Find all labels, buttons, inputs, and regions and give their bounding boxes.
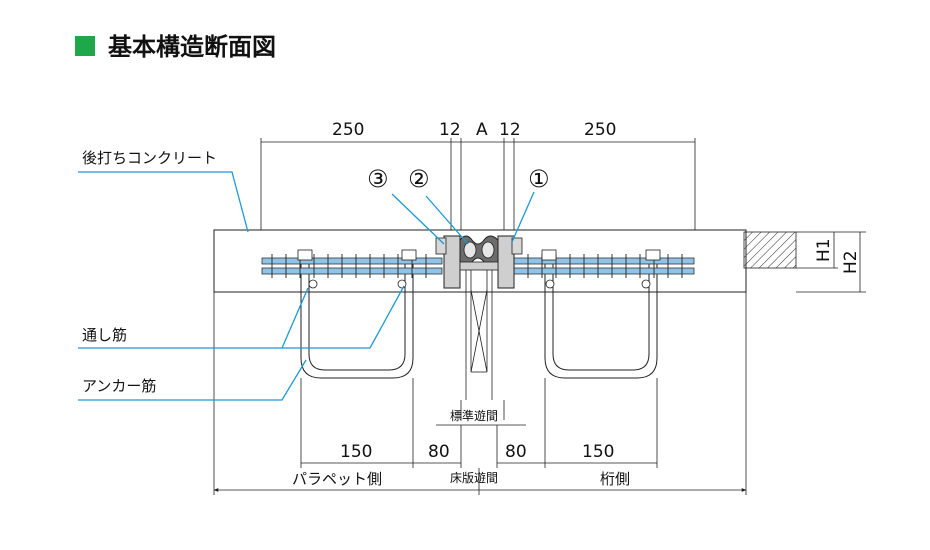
dim-top-250-right: 250 xyxy=(584,120,616,140)
dim-h2: H2 xyxy=(841,250,861,274)
callout-3-number: ③ xyxy=(367,165,389,193)
anchor-bar-right xyxy=(544,262,658,379)
through-bar-right xyxy=(513,249,695,289)
standard-gap-dimension: 標準遊間 xyxy=(436,400,526,426)
title-square-icon xyxy=(75,36,95,56)
anchor-bar-callout: アンカー筋 xyxy=(78,359,307,401)
dim-top-250-left: 250 xyxy=(332,120,364,140)
callout-1: ① xyxy=(511,165,550,243)
slab-gap-label: 床版遊間 xyxy=(450,470,498,485)
through-bar-left xyxy=(261,249,443,289)
post-concrete-label: 後打ちコンクリート xyxy=(82,149,217,167)
post-concrete-callout: 後打ちコンクリート xyxy=(78,149,249,233)
top-dimension-group: 250 12 A 12 250 xyxy=(260,120,696,258)
dim-top-12-left: 12 xyxy=(439,120,461,140)
standard-gap-label: 標準遊間 xyxy=(450,408,498,423)
dim-bottom-80-left: 80 xyxy=(428,442,450,462)
dim-top-12-right: 12 xyxy=(499,120,521,140)
parapet-side-label: パラペット側 xyxy=(292,470,382,488)
dim-bottom-150-left: 150 xyxy=(340,442,372,462)
expansion-joint-body xyxy=(435,235,523,400)
through-bar-label: 通し筋 xyxy=(82,326,127,344)
through-bar-callout: 通し筋 xyxy=(78,285,405,349)
callout-2: ② xyxy=(408,165,469,245)
dim-bottom-150-right: 150 xyxy=(582,442,614,462)
anchor-bar-label: アンカー筋 xyxy=(82,377,156,395)
callout-2-number: ② xyxy=(408,165,430,193)
callout-1-number: ① xyxy=(528,165,550,193)
page-title: 基本構造断面図 xyxy=(108,33,276,61)
dim-top-a: A xyxy=(476,120,488,140)
callout-3: ③ xyxy=(367,165,445,245)
bottom-dimension-group: 150 80 80 150 パラペット側 床版遊間 桁側 xyxy=(213,378,747,495)
pavement-hatch-block: H1 H2 xyxy=(743,231,866,293)
dim-bottom-80-right: 80 xyxy=(505,442,527,462)
dim-h1: H1 xyxy=(814,238,834,262)
girder-side-label: 桁側 xyxy=(600,470,630,488)
